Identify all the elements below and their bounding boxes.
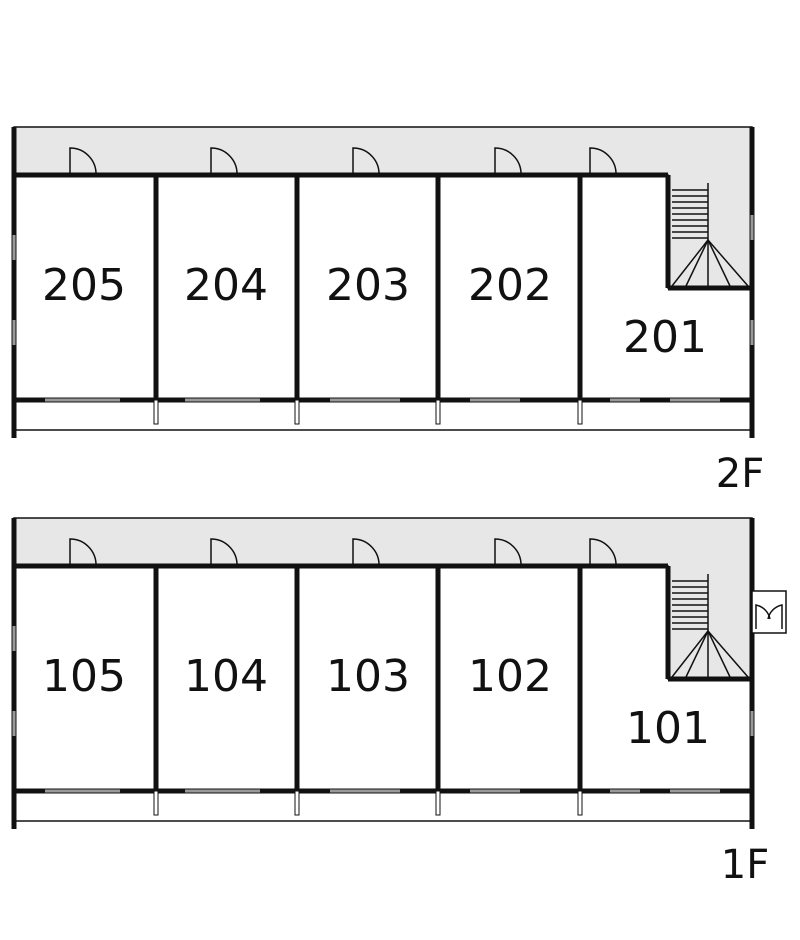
unit-label-103: 103 — [326, 651, 410, 702]
unit-label-202: 202 — [468, 260, 552, 311]
stairs-icon — [671, 183, 749, 287]
unit-label-205: 205 — [42, 260, 126, 311]
unit-label-102: 102 — [468, 651, 552, 702]
stairs-icon — [671, 574, 749, 678]
unit-label-204: 204 — [184, 260, 268, 311]
unit-label-101: 101 — [626, 703, 710, 754]
door-icon — [69, 147, 617, 176]
floor-label-2f: 2F — [716, 451, 764, 497]
floor-2f-plan: 205 204 203 202 201 2F — [11, 126, 764, 497]
unit-label-201: 201 — [623, 312, 707, 363]
entrance-door-icon — [751, 590, 787, 634]
door-icon — [69, 538, 617, 567]
floor-1f-plan: 105 104 103 102 101 1F — [11, 517, 787, 888]
unit-label-105: 105 — [42, 651, 126, 702]
unit-label-104: 104 — [184, 651, 268, 702]
floor-label-1f: 1F — [721, 842, 769, 888]
unit-label-203: 203 — [326, 260, 410, 311]
